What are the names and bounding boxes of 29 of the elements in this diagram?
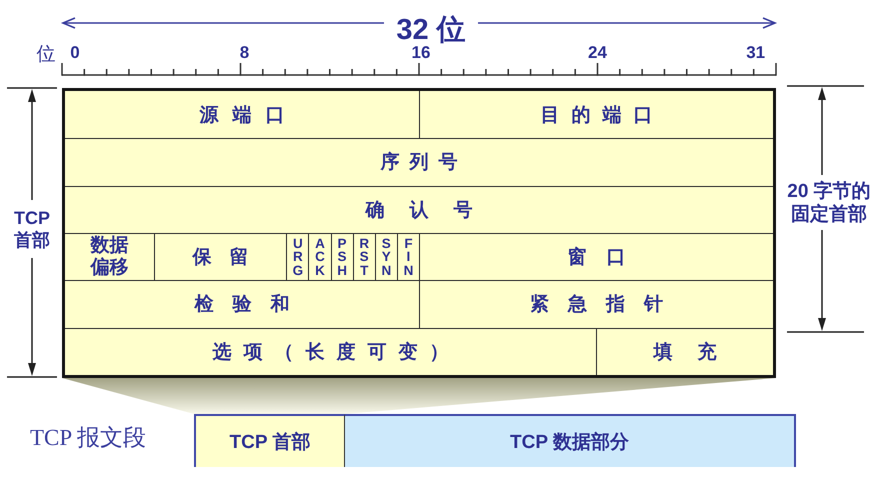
header-field: 序列号	[65, 138, 773, 186]
header-field: ACK	[308, 233, 330, 280]
bit-number: 0	[70, 45, 80, 61]
bit-number: 16	[412, 45, 430, 61]
header-field: FIN	[396, 233, 419, 280]
header-field: SYN	[374, 233, 397, 280]
header-field: URG	[286, 233, 308, 280]
bit-number: 31	[746, 45, 766, 61]
bit-number: 8	[240, 45, 250, 61]
segment-part: TCP 数据部分	[345, 414, 796, 467]
dimension-label: 20 字节的固定首部	[786, 180, 872, 226]
header-field: 源端口	[65, 91, 419, 138]
header-field: 目的端口	[419, 91, 773, 138]
header-field: 保留	[154, 233, 286, 280]
bit-number: 24	[588, 45, 607, 61]
dimension-label: 32 位	[396, 17, 466, 43]
dimension-label: TCP 首部	[13, 207, 51, 251]
segment-label: TCP 报文段	[30, 424, 146, 452]
header-field: 紧急指针	[419, 280, 773, 328]
header-field: 确认号	[65, 186, 773, 233]
header-field: 选项（长度可变）	[65, 328, 596, 375]
header-field: RST	[352, 233, 375, 280]
header-field: 填充	[596, 328, 773, 375]
ruler-unit: 位	[36, 45, 56, 65]
header-field: 数据偏移	[65, 233, 154, 280]
header-field: 检验和	[65, 280, 419, 328]
header-field: 窗口	[419, 233, 773, 280]
segment-part: TCP 首部	[194, 414, 345, 467]
header-field: PSH	[330, 233, 353, 280]
